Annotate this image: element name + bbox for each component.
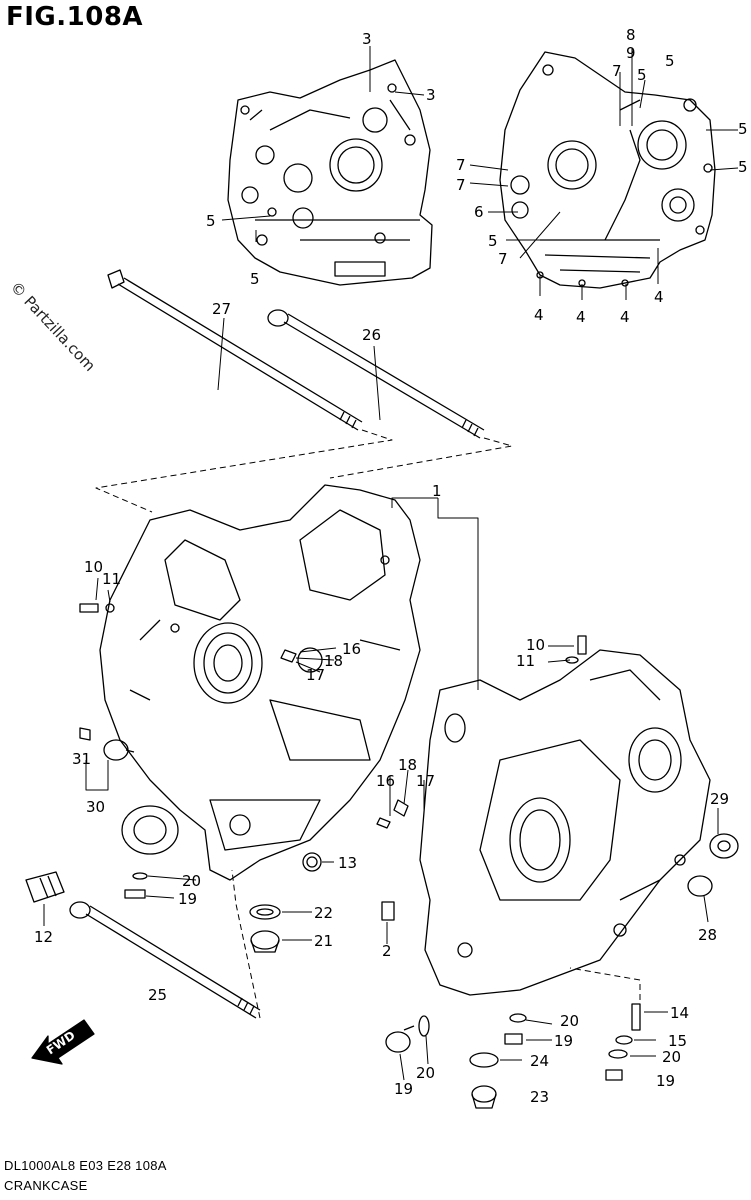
callout-5: 5 [738, 158, 748, 176]
callout-19: 19 [554, 1032, 573, 1050]
dowel-2 [381, 901, 395, 921]
callout-7: 7 [456, 156, 466, 174]
callout-24: 24 [530, 1052, 549, 1070]
callout-30: 30 [86, 798, 105, 816]
callout-4: 4 [576, 308, 586, 326]
callout-21: 21 [314, 932, 333, 950]
callout-5: 5 [637, 66, 647, 84]
bolt-19-center [504, 1013, 527, 1045]
oil-filter-housing [121, 805, 179, 855]
plug-21 [250, 930, 280, 953]
bolt-27 [107, 269, 363, 431]
plug-23-24 [469, 1052, 499, 1109]
callout-5: 5 [206, 212, 216, 230]
callout-7: 7 [456, 176, 466, 194]
callout-17: 17 [416, 772, 435, 790]
callout-26: 26 [362, 326, 381, 344]
bolt-26 [267, 309, 485, 439]
jet-14-15 [605, 1003, 641, 1081]
callout-28: 28 [698, 926, 717, 944]
upper-crankcase-left-view [227, 59, 433, 286]
crankcase-right-half [419, 649, 711, 996]
callout-20: 20 [416, 1064, 435, 1082]
callout-11: 11 [102, 570, 121, 588]
callout-27: 27 [212, 300, 231, 318]
callout-9: 9 [626, 44, 636, 62]
washer-22 [249, 904, 281, 920]
callout-labels: 3 3 5 5 8 9 7 5 5 5 5 7 7 6 5 7 4 4 4 4 … [34, 26, 748, 1106]
callout-11: 11 [516, 652, 535, 670]
callout-16: 16 [342, 640, 361, 658]
callout-10: 10 [526, 636, 545, 654]
nut-28 [687, 875, 713, 897]
jet-16-18 [280, 649, 409, 829]
callout-22: 22 [314, 904, 333, 922]
figure-title: FIG.108A [6, 2, 144, 32]
callout-19: 19 [656, 1072, 675, 1090]
callout-31: 31 [72, 750, 91, 768]
callout-6: 6 [474, 203, 484, 221]
callout-23: 23 [530, 1088, 549, 1106]
callout-5: 5 [665, 52, 675, 70]
callout-4: 4 [620, 308, 630, 326]
bolt-10-left [79, 603, 115, 613]
bolt-25 [69, 901, 261, 1019]
nut-29 [709, 833, 739, 859]
fwd-arrow [31, 1019, 95, 1065]
callout-8: 8 [626, 26, 636, 44]
callout-19: 19 [394, 1080, 413, 1098]
bolt-19-left [124, 872, 148, 899]
callout-2: 2 [382, 942, 392, 960]
callout-13: 13 [338, 854, 357, 872]
callout-25: 25 [148, 986, 167, 1004]
callout-7: 7 [498, 250, 508, 268]
callout-18: 18 [324, 652, 343, 670]
callout-7: 7 [612, 62, 622, 80]
callout-14: 14 [670, 1004, 689, 1022]
callout-17: 17 [306, 666, 325, 684]
callout-4: 4 [534, 306, 544, 324]
callout-20: 20 [662, 1048, 681, 1066]
bolt-19-bottom [385, 1015, 430, 1053]
o-ring-13 [302, 852, 322, 872]
callout-18: 18 [398, 756, 417, 774]
callout-4: 4 [654, 288, 664, 306]
footer-model-code: DL1000AL8 E03 E28 108A [4, 1158, 167, 1173]
callout-5: 5 [738, 120, 748, 138]
footer-section-name: CRANKCASE [4, 1178, 88, 1193]
callout-3: 3 [426, 86, 436, 104]
plug-12 [25, 871, 65, 903]
callout-20: 20 [182, 872, 201, 890]
callout-1: 1 [432, 482, 442, 500]
callout-19: 19 [178, 890, 197, 908]
callout-10: 10 [84, 558, 103, 576]
callout-3: 3 [362, 30, 372, 48]
callout-29: 29 [710, 790, 729, 808]
bolt-10-right [565, 635, 587, 664]
callout-20: 20 [560, 1012, 579, 1030]
callout-15: 15 [668, 1032, 687, 1050]
crankcase-left-half [99, 484, 421, 881]
sensor-30 [79, 727, 135, 761]
callout-16: 16 [376, 772, 395, 790]
upper-crankcase-right-view [499, 51, 716, 289]
callout-12: 12 [34, 928, 53, 946]
callout-5: 5 [250, 270, 260, 288]
callout-5: 5 [488, 232, 498, 250]
